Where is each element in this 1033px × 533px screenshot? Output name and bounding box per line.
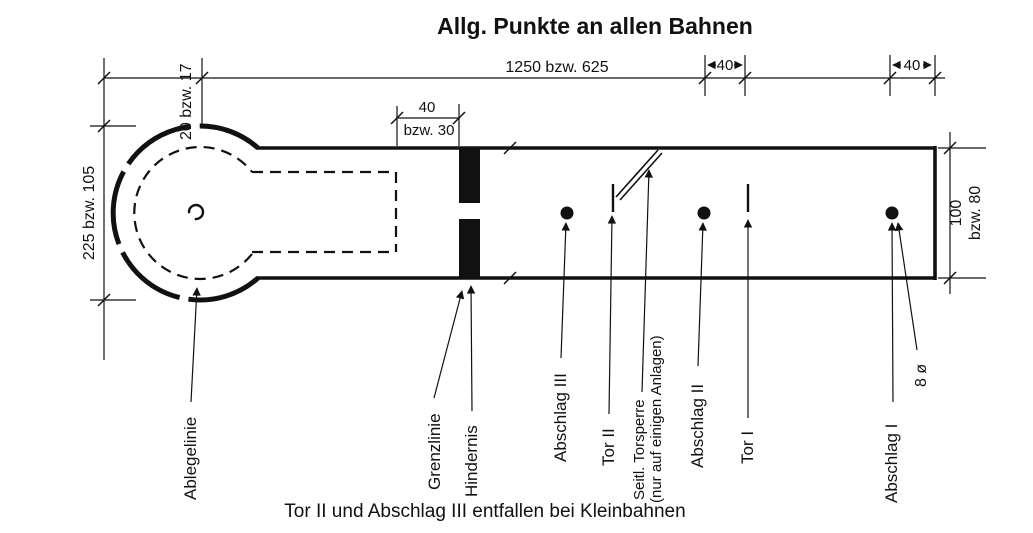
label-tor-ii: Tor II: [599, 428, 618, 466]
leader-abschlag-i: [887, 222, 897, 403]
dim-hole-diameter: 8 ø: [913, 364, 930, 387]
leader-hindernis: [466, 285, 476, 412]
label-ablegelinie: Ablegelinie: [181, 417, 200, 500]
hole-marker: [187, 203, 205, 221]
leader-abschlag-ii: [697, 222, 707, 367]
ablege-line-dashed: [133, 145, 398, 281]
page-title: Allg. Punkte an allen Bahnen: [437, 13, 753, 39]
leader-tor-ii: [607, 215, 617, 415]
dimension-ticks: [97, 71, 957, 307]
leader-grenzlinie: [433, 290, 465, 399]
dim-lane-w1: 100: [948, 200, 965, 227]
label-tor-i: Tor I: [738, 431, 757, 464]
tee-dot-abschlag-i: [885, 206, 899, 220]
label-grenzlinie: Grenzlinie: [425, 413, 444, 490]
target-circle: [110, 123, 260, 303]
leader-torsperre: [641, 169, 653, 393]
leader-abschlag-iii: [560, 222, 570, 359]
tee-dot-abschlag-iii: [560, 206, 574, 220]
dim-ring-width: 20 bzw. 17: [178, 63, 195, 140]
side-barrier-lines: [615, 149, 663, 201]
dim-total-length: 1250 bzw. 625: [505, 59, 608, 76]
lane-outline: [256, 146, 937, 280]
label-abschlag-ii: Abschlag II: [688, 384, 707, 468]
dim-gap-b: 40: [892, 57, 932, 74]
label-torsperre-line2: (nur auf einigen Anlagen): [648, 335, 665, 503]
leader-ablegelinie: [190, 287, 201, 403]
dim-obstacle-w1: 40: [419, 99, 436, 116]
dim-gap-b-text: 40: [904, 57, 921, 74]
dim-circle-diameter: 225 bzw. 105: [81, 166, 98, 260]
obstacle-block: [459, 148, 480, 278]
dim-obstacle-w2: bzw. 30: [404, 122, 455, 139]
dim-lane-w2: bzw. 80: [967, 186, 984, 240]
dim-gap-a-text: 40: [717, 57, 734, 74]
tee-dot-abschlag-ii: [697, 206, 711, 220]
label-torsperre-line1: Seitl. Torsperre: [631, 399, 648, 500]
leader-lines: [190, 169, 918, 418]
label-abschlag-i: Abschlag I: [882, 424, 901, 503]
label-hindernis: Hindernis: [462, 425, 481, 497]
dimension-lines: [90, 55, 986, 360]
label-abschlag-iii: Abschlag III: [551, 373, 570, 462]
dim-gap-a: 40: [707, 57, 743, 74]
leader-hole-dia: [894, 222, 918, 351]
footer-note: Tor II und Abschlag III entfallen bei Kl…: [284, 501, 685, 522]
